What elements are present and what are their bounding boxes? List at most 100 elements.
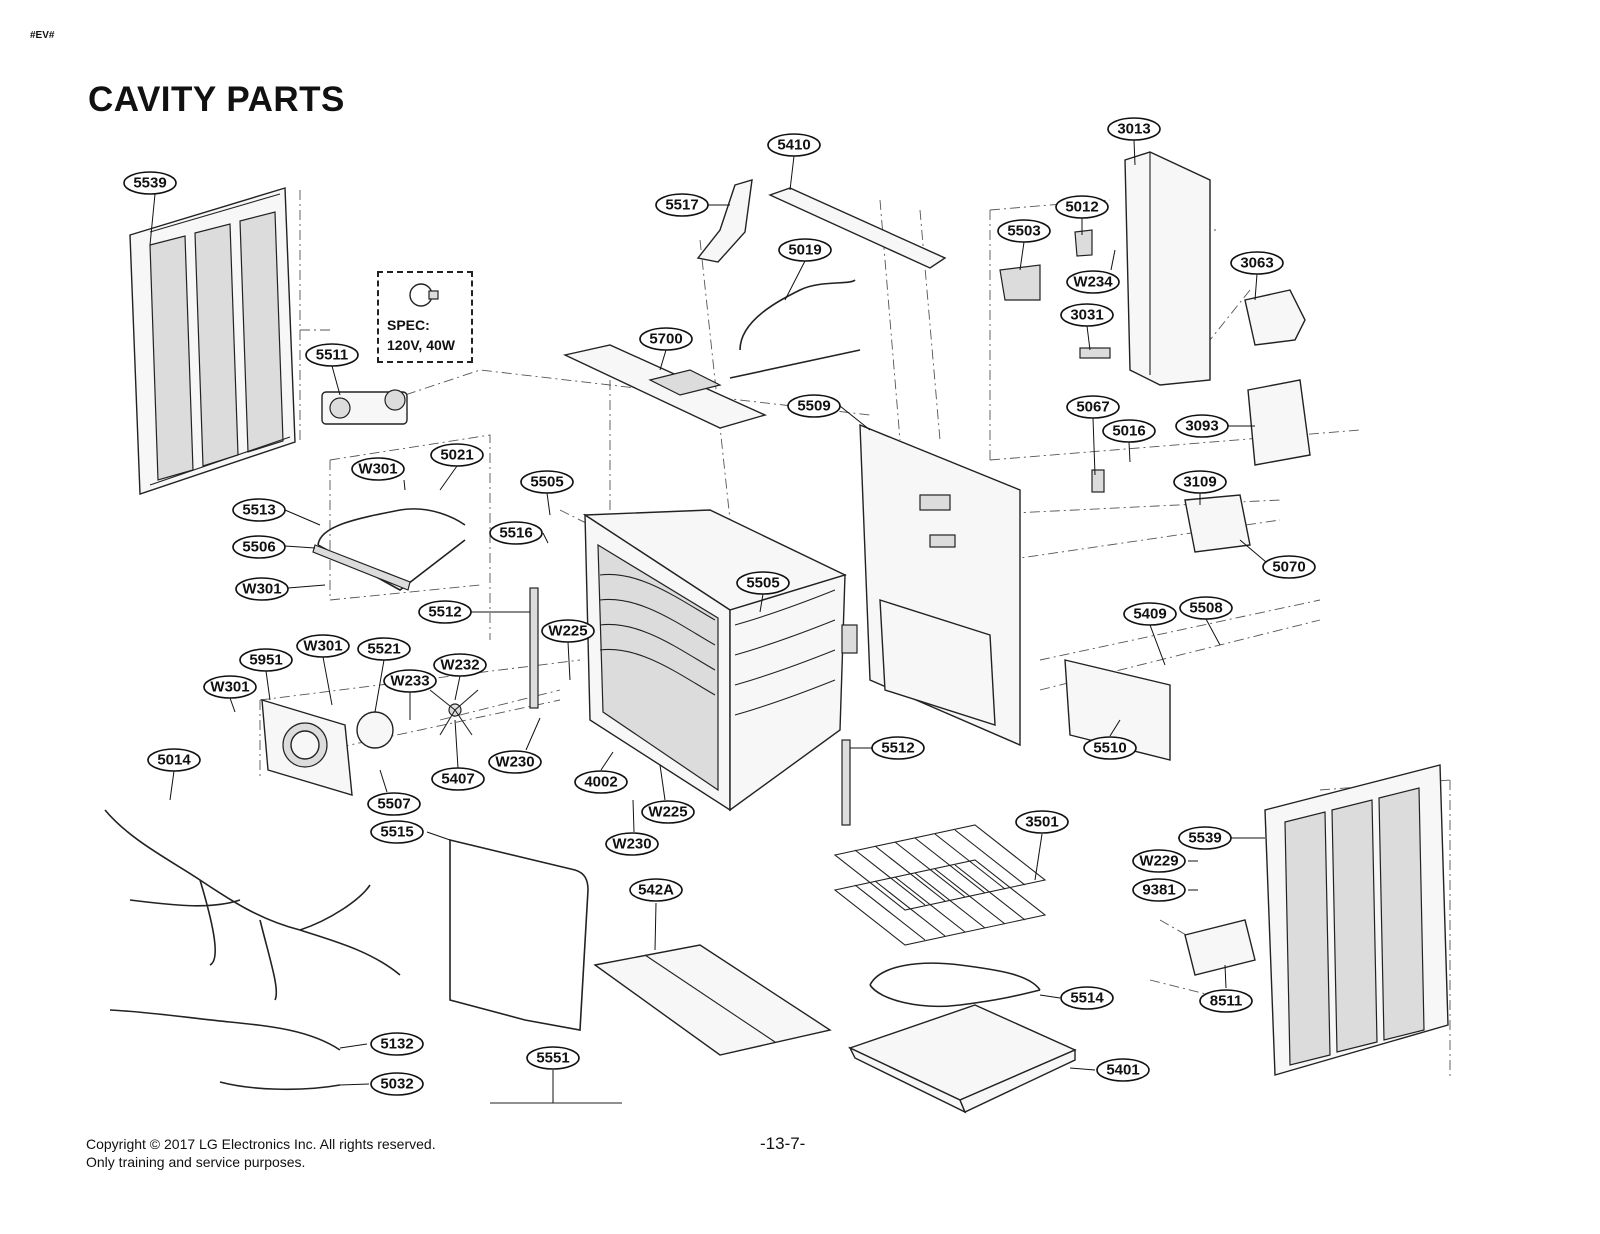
svg-text:W230: W230 xyxy=(612,836,651,853)
part-callout: 5507 xyxy=(367,792,421,816)
lower-wire-harness xyxy=(109,1009,341,1051)
part-callout: 5515 xyxy=(370,820,424,844)
part-callout: W301 xyxy=(351,457,405,481)
svg-text:542A: 542A xyxy=(638,882,674,899)
part-callout: W301 xyxy=(203,675,257,699)
part-callout: 3093 xyxy=(1175,414,1229,438)
spec-label: SPEC: xyxy=(387,317,430,333)
svg-text:8511: 8511 xyxy=(1210,993,1243,1010)
part-callout: 5512 xyxy=(418,600,472,624)
part-callout: 5012 xyxy=(1055,195,1109,219)
svg-text:W225: W225 xyxy=(548,623,587,640)
part-callout: 3063 xyxy=(1230,251,1284,275)
svg-text:5508: 5508 xyxy=(1189,600,1222,617)
svg-text:5507: 5507 xyxy=(377,796,410,813)
part-callout: 5503 xyxy=(997,219,1051,243)
rear-duct xyxy=(999,151,1311,553)
leader-lines xyxy=(149,139,1267,1103)
svg-text:5410: 5410 xyxy=(777,137,810,154)
svg-text:W230: W230 xyxy=(495,754,534,771)
svg-text:5070: 5070 xyxy=(1272,559,1305,576)
part-callout: 3109 xyxy=(1173,470,1227,494)
part-callout: 3501 xyxy=(1015,810,1069,834)
svg-text:W229: W229 xyxy=(1139,853,1178,870)
part-callout: W301 xyxy=(296,634,350,658)
bottom-tray xyxy=(848,1004,1077,1114)
part-callout: 5070 xyxy=(1262,555,1316,579)
svg-text:5503: 5503 xyxy=(1007,223,1040,240)
light-bulb-icon xyxy=(409,283,439,307)
part-callout: 5409 xyxy=(1123,602,1177,626)
svg-text:5014: 5014 xyxy=(157,752,191,769)
svg-text:5067: 5067 xyxy=(1076,399,1109,416)
element-shield xyxy=(312,544,411,591)
part-callout: 5539 xyxy=(123,171,177,195)
svg-text:5521: 5521 xyxy=(367,641,400,658)
part-callout: 3013 xyxy=(1107,117,1161,141)
svg-text:W225: W225 xyxy=(648,804,687,821)
top-rod xyxy=(729,349,861,379)
svg-text:W232: W232 xyxy=(440,657,479,674)
part-callout: 5513 xyxy=(232,498,286,522)
part-callout: 5407 xyxy=(431,767,485,791)
svg-text:5021: 5021 xyxy=(440,447,473,464)
svg-text:3501: 3501 xyxy=(1025,814,1058,831)
svg-text:5409: 5409 xyxy=(1133,606,1166,623)
svg-text:5514: 5514 xyxy=(1070,990,1104,1007)
svg-text:3093: 3093 xyxy=(1185,418,1218,435)
svg-text:4002: 4002 xyxy=(584,774,617,791)
lamp-assembly xyxy=(321,389,408,425)
svg-text:5511: 5511 xyxy=(316,347,349,364)
page-number: -13-7- xyxy=(760,1134,806,1153)
oven-racks xyxy=(833,824,1047,946)
rear-cover-plate xyxy=(1064,659,1171,761)
svg-text:5517: 5517 xyxy=(665,197,698,214)
svg-text:5539: 5539 xyxy=(1188,830,1221,847)
svg-text:5700: 5700 xyxy=(649,331,682,348)
svg-text:5539: 5539 xyxy=(133,175,166,192)
part-callout: W225 xyxy=(541,619,595,643)
part-callout: 5510 xyxy=(1083,736,1137,760)
svg-text:5401: 5401 xyxy=(1106,1062,1139,1079)
part-callout: W230 xyxy=(488,750,542,774)
svg-text:W301: W301 xyxy=(303,638,342,655)
svg-text:W301: W301 xyxy=(358,461,397,478)
part-callout: 5067 xyxy=(1066,395,1120,419)
part-callout: 5132 xyxy=(370,1032,424,1056)
part-callout: 5014 xyxy=(147,748,201,772)
part-callout: W234 xyxy=(1066,270,1120,294)
footer-copyright: Copyright © 2017 LG Electronics Inc. All… xyxy=(86,1136,436,1152)
part-callout: W232 xyxy=(433,653,487,677)
convection-fan xyxy=(429,689,479,736)
oven-cavity xyxy=(582,509,858,812)
part-callout: W230 xyxy=(605,832,659,856)
part-callout: 5016 xyxy=(1102,419,1156,443)
svg-text:5509: 5509 xyxy=(797,398,830,415)
part-callout: W233 xyxy=(383,669,437,693)
part-callout: 5505 xyxy=(520,470,574,494)
main-wire-harness xyxy=(104,809,401,1001)
hinge-receiver xyxy=(1184,919,1256,976)
broil-element xyxy=(869,962,1041,1008)
svg-text:5515: 5515 xyxy=(380,824,413,841)
door-gasket xyxy=(449,838,589,1031)
lamp-spec-box: SPEC: 120V, 40W xyxy=(377,271,473,363)
part-callout: W229 xyxy=(1132,849,1186,873)
svg-text:5505: 5505 xyxy=(530,474,563,491)
svg-text:5516: 5516 xyxy=(499,525,532,542)
part-callout: 5019 xyxy=(778,238,832,262)
part-callout: 8511 xyxy=(1199,989,1253,1013)
svg-text:5016: 5016 xyxy=(1112,423,1145,440)
side-panel-left xyxy=(129,187,296,495)
svg-text:3013: 3013 xyxy=(1117,121,1150,138)
svg-text:5512: 5512 xyxy=(428,604,461,621)
svg-text:3031: 3031 xyxy=(1070,307,1103,324)
side-panel-right xyxy=(1264,764,1449,1076)
svg-text:5012: 5012 xyxy=(1065,199,1098,216)
document-code: #EV# xyxy=(30,30,55,41)
top-wire-harness xyxy=(739,279,856,351)
page-title: CAVITY PARTS xyxy=(88,80,345,119)
part-callout: 5521 xyxy=(357,637,411,661)
part-callout: 5505 xyxy=(736,571,790,595)
